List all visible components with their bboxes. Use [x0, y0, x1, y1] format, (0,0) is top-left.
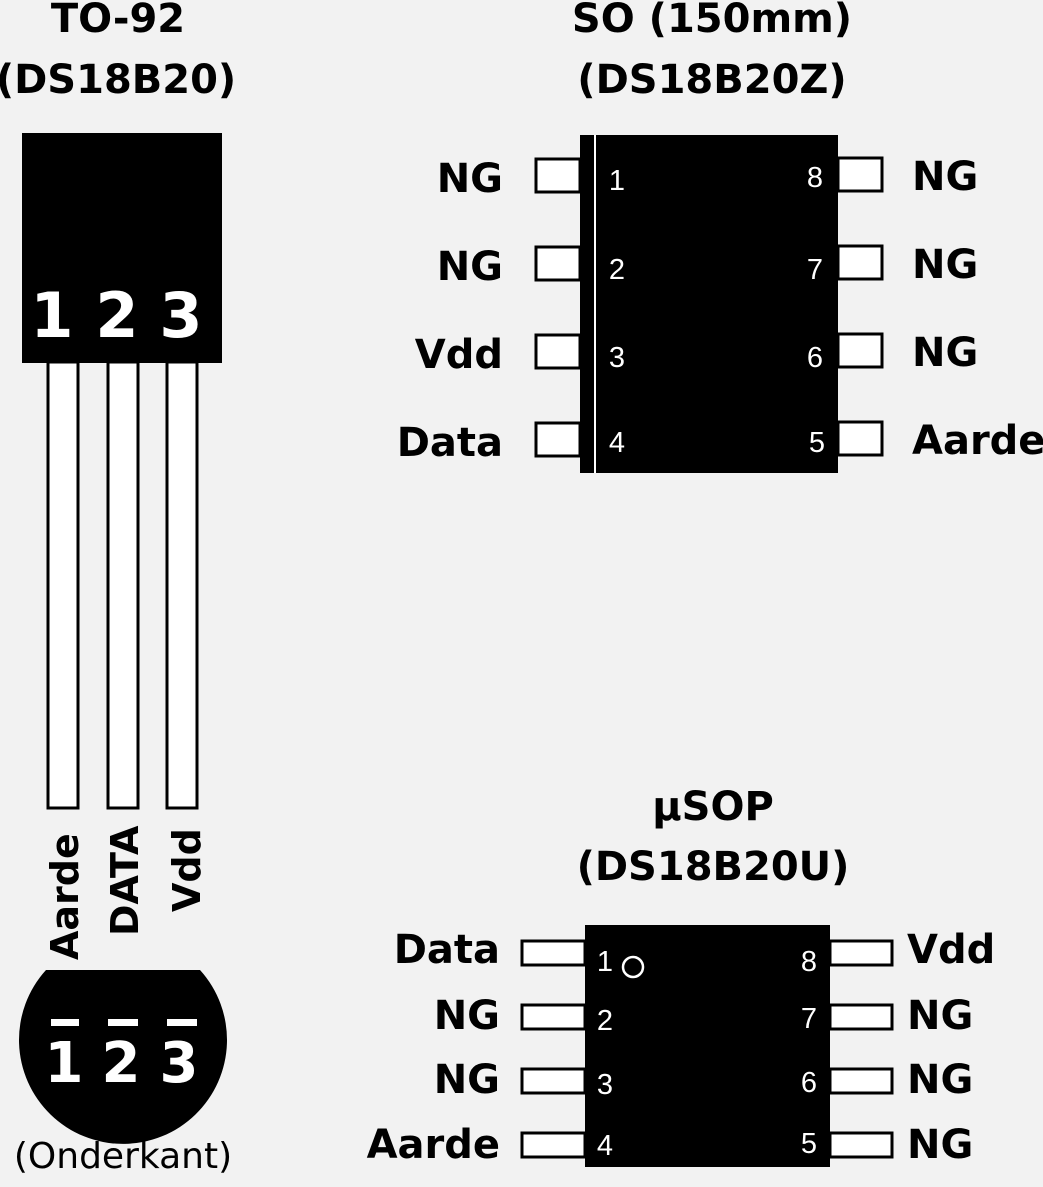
usop-pin-number-7: 7 [801, 1003, 817, 1035]
to92-leg-2 [106, 360, 140, 810]
so-pin-number-3: 3 [609, 342, 625, 374]
to92-bottom-number-3: 3 [160, 1031, 199, 1096]
so-title-line2: (DS18B20Z) [577, 57, 846, 103]
usop-pin-label-2: NG [434, 993, 500, 1039]
so-pin-label-7: NG [912, 242, 978, 288]
usop-pin-3 [520, 1067, 587, 1095]
so-pin-3 [534, 333, 582, 370]
usop-pin-number-3: 3 [597, 1069, 613, 1101]
usop-package: µSOP (DS18B20U) 1 2 3 4 Data NG NG Aarde… [367, 784, 996, 1168]
to92-bottom-number-2: 2 [102, 1031, 141, 1096]
usop-pin-label-7: NG [907, 993, 973, 1039]
to92-leg-3 [165, 360, 199, 810]
to92-bottom-number-1: 1 [45, 1031, 84, 1096]
usop-pin-label-3: NG [434, 1057, 500, 1103]
usop-pin-8 [828, 939, 894, 967]
to92-bottom-bar-2 [108, 1019, 138, 1026]
so-pin-label-6: NG [912, 330, 978, 376]
to92-bottom-note: (Onderkant) [14, 1136, 232, 1177]
to92-leg-name-1: Aarde [43, 833, 87, 960]
so-pin-number-8: 8 [807, 162, 823, 194]
so-pin-number-2: 2 [609, 254, 625, 286]
so-pin-label-1: NG [437, 156, 503, 202]
usop-pin-number-2: 2 [597, 1005, 613, 1037]
to92-pin-number-1: 1 [30, 279, 73, 352]
so-pin-label-2: NG [437, 244, 503, 290]
to92-bottom-bar-1 [51, 1019, 79, 1026]
usop-pin-1 [520, 939, 587, 967]
usop-pin-label-1: Data [394, 927, 500, 973]
so-pin-6 [836, 332, 884, 369]
to92-leg-1 [46, 360, 80, 810]
usop-pin-number-8: 8 [801, 946, 817, 978]
to92-leg-name-3: Vdd [165, 828, 209, 912]
to92-bottom-bar-3 [167, 1019, 197, 1026]
so-pin-5 [836, 420, 884, 457]
so-pin-label-8: NG [912, 154, 978, 200]
so-pin-7 [836, 244, 884, 281]
so-pin-label-4: Data [397, 420, 503, 466]
usop-title-line1: µSOP [652, 784, 774, 830]
so-package: SO (150mm) (DS18B20Z) 1 2 3 4 NG NG Vdd … [397, 0, 1043, 473]
to92-pin-number-3: 3 [159, 279, 202, 352]
usop-pin-number-5: 5 [801, 1128, 817, 1160]
usop-pin-label-4: Aarde [367, 1122, 500, 1168]
usop-pin-label-6: NG [907, 1057, 973, 1103]
usop-pin-6 [828, 1067, 894, 1095]
to92-leg-name-2: DATA [103, 825, 147, 936]
usop-pin-5 [828, 1131, 894, 1159]
to92-bottom-view [19, 970, 228, 1144]
usop-pin-2 [520, 1003, 587, 1031]
usop-pin-number-1: 1 [597, 946, 613, 978]
so-pin-number-5: 5 [809, 427, 825, 459]
usop-title-line2: (DS18B20U) [577, 844, 850, 890]
so-pin-number-7: 7 [807, 254, 823, 286]
so-pin-label-3: Vdd [415, 332, 503, 378]
usop-pin-label-8: Vdd [907, 927, 995, 973]
so-pin-4 [534, 421, 582, 458]
so-pin-2 [534, 245, 582, 282]
so-pin-number-6: 6 [807, 342, 823, 374]
usop-pin-label-5: NG [907, 1122, 973, 1168]
to92-pin-number-2: 2 [95, 279, 138, 352]
to92-title-line2: (DS18B20) [0, 57, 236, 103]
so-pin-label-5: Aarde [912, 418, 1043, 464]
so-body [580, 135, 838, 473]
so-pin-number-1: 1 [609, 165, 625, 197]
so-pin-1 [534, 157, 582, 194]
usop-pin-4 [520, 1131, 587, 1159]
usop-pin-7 [828, 1003, 894, 1031]
usop-body [585, 925, 830, 1167]
usop-pin-number-4: 4 [597, 1130, 613, 1162]
so-title-line1: SO (150mm) [572, 0, 852, 42]
to92-body [22, 133, 222, 363]
pin1-dot-marker-icon [621, 955, 645, 979]
to92-package: TO-92 (DS18B20) 1 2 3 Aarde DATA Vdd 1 2… [0, 0, 236, 1177]
so-pin-8 [836, 156, 884, 193]
usop-pin-number-6: 6 [801, 1067, 817, 1099]
so-pin-number-4: 4 [609, 427, 625, 459]
to92-title-line1: TO-92 [51, 0, 185, 42]
